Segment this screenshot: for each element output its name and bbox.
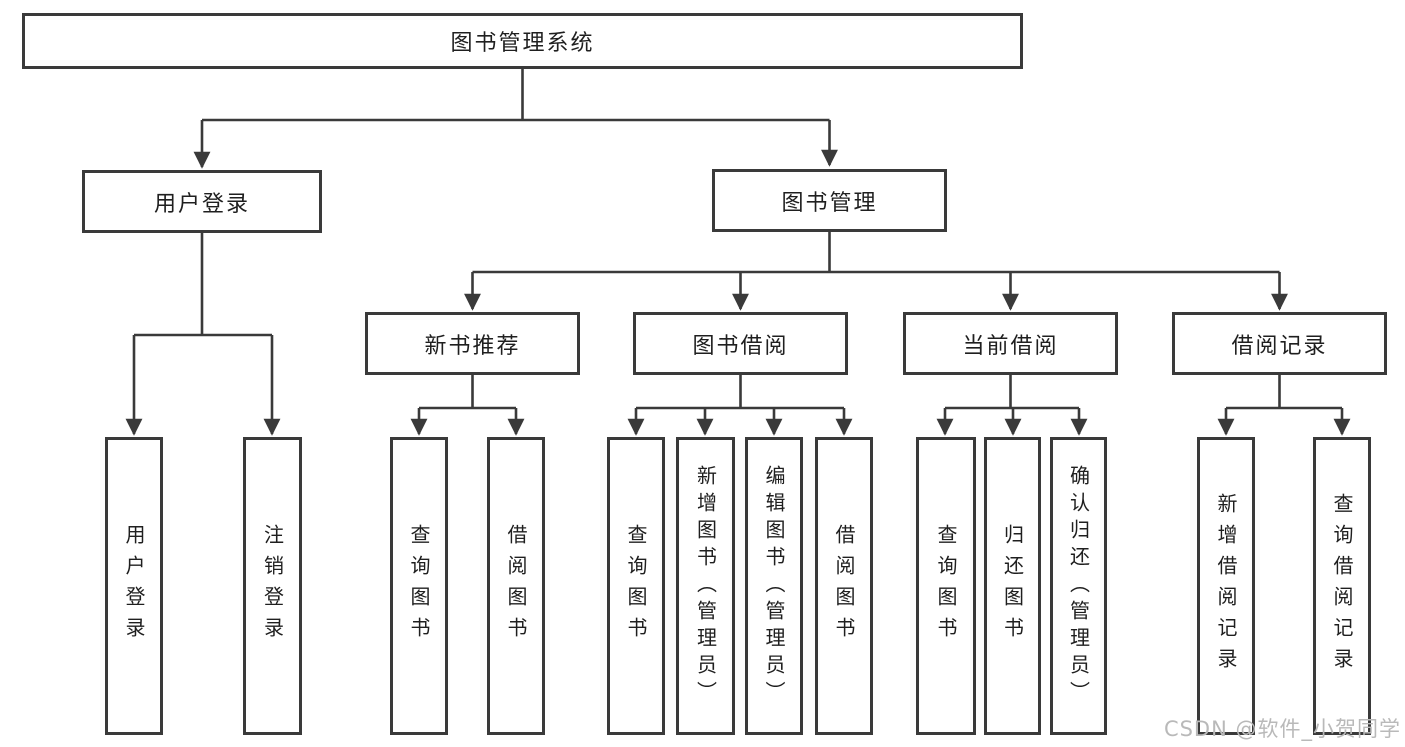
leaf-borrow-books: 借阅图书: [815, 437, 873, 735]
leaf-return-books-label: 归还图书: [1000, 524, 1025, 648]
leaf-add-borrow-record-label: 新增借阅记录: [1214, 493, 1238, 679]
leaf-borrow-books-recommend-label: 借阅图书: [504, 524, 528, 648]
leaf-query-books-current-label: 查询图书: [934, 524, 958, 648]
connector-newbooks-split: [419, 375, 516, 410]
node-borrow-records-label: 借阅记录: [1231, 333, 1328, 359]
leaf-query-books-borrow-label: 查询图书: [624, 524, 648, 648]
connector-root-split: [202, 69, 830, 122]
leaf-query-books-borrow: 查询图书: [607, 437, 665, 735]
leaf-query-books-recommend: 查询图书: [390, 437, 448, 735]
node-book-borrow: 图书借阅: [633, 312, 848, 375]
leaf-add-books-admin: 新增图书（管理员）: [676, 437, 735, 735]
leaf-add-books-admin-label: 新增图书（管理员）: [693, 464, 718, 708]
leaf-add-borrow-record: 新增借阅记录: [1197, 437, 1255, 735]
leaf-logout-label: 注销登录: [260, 524, 285, 648]
connector-current-split: [945, 375, 1079, 410]
node-new-book-recommend: 新书推荐: [365, 312, 580, 375]
leaf-query-books-recommend-label: 查询图书: [407, 524, 431, 648]
connector-userlogin-split: [134, 233, 272, 337]
node-root-label: 图书管理系统: [450, 31, 595, 56]
leaf-query-books-current: 查询图书: [916, 437, 976, 735]
leaf-logout: 注销登录: [243, 437, 302, 735]
node-borrow-records: 借阅记录: [1172, 312, 1387, 375]
node-book-management-label: 图书管理: [781, 190, 878, 216]
leaf-user-login: 用户登录: [105, 437, 163, 735]
leaf-confirm-return-admin: 确认归还（管理员）: [1050, 437, 1107, 735]
leaf-edit-books-admin: 编辑图书（管理员）: [745, 437, 803, 735]
node-user-login-label: 用户登录: [153, 191, 250, 217]
csdn-watermark: CSDN @软件_小贺同学: [1163, 717, 1401, 741]
leaf-edit-books-admin-label: 编辑图书（管理员）: [762, 464, 786, 708]
leaf-return-books: 归还图书: [984, 437, 1041, 735]
leaf-query-borrow-record: 查询借阅记录: [1313, 437, 1371, 735]
leaf-borrow-books-recommend: 借阅图书: [487, 437, 545, 735]
node-current-borrow: 当前借阅: [903, 312, 1118, 375]
connector-records-split: [1226, 375, 1342, 410]
node-book-borrow-label: 图书借阅: [692, 333, 789, 359]
leaf-user-login-label: 用户登录: [122, 524, 146, 648]
connector-borrow-split: [636, 375, 844, 410]
leaf-confirm-return-admin-label: 确认归还（管理员）: [1066, 464, 1091, 708]
node-user-login: 用户登录: [82, 170, 322, 233]
node-current-borrow-label: 当前借阅: [962, 333, 1059, 359]
node-root: 图书管理系统: [22, 13, 1023, 69]
connector-bookmgmt-split: [472, 232, 1280, 274]
node-book-management: 图书管理: [712, 169, 947, 232]
node-new-book-recommend-label: 新书推荐: [424, 333, 521, 359]
leaf-query-borrow-record-label: 查询借阅记录: [1330, 493, 1354, 679]
leaf-borrow-books-label: 借阅图书: [832, 524, 856, 648]
